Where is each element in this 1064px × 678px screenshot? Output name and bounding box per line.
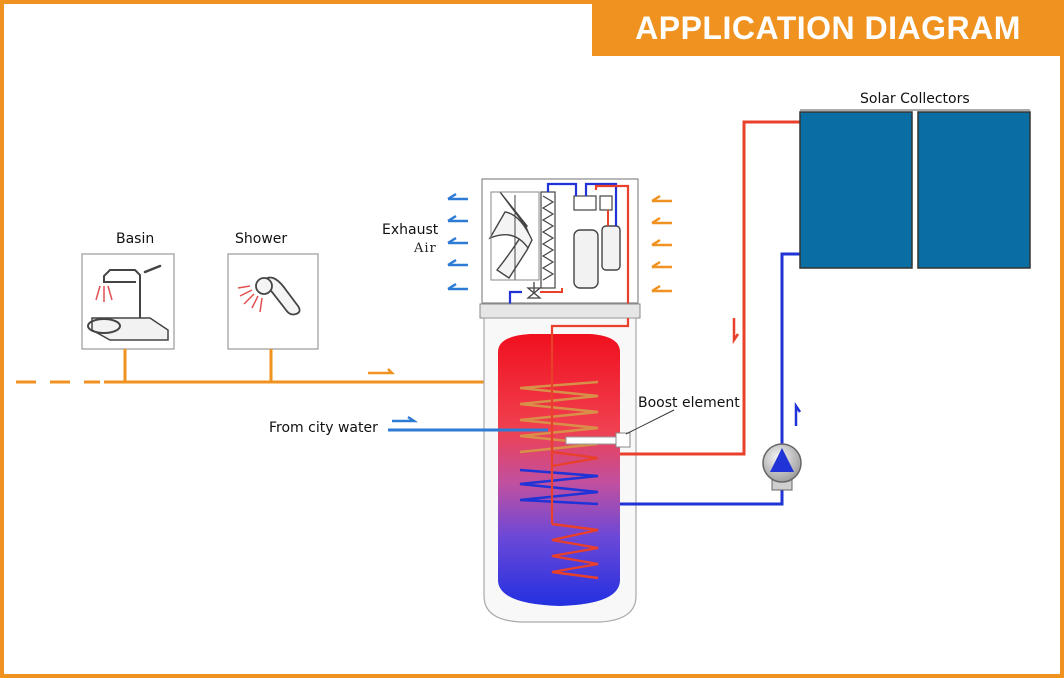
intake-air-arrows: [651, 194, 672, 293]
solar-panel-right: [917, 111, 1031, 269]
heat-pump-unit: [479, 178, 641, 580]
boost-element-label: Boost element: [638, 395, 740, 411]
basin-fixture: Basin: [81, 231, 175, 350]
solar-hot-pipe: [620, 120, 800, 456]
upper-coil: [519, 380, 599, 454]
air-flow-arrow-icon: [651, 260, 672, 269]
boost-element-leader: [625, 409, 675, 435]
basin-label: Basin: [116, 231, 154, 247]
air-label: Air: [413, 241, 437, 256]
solar-collectors: Solar Collectors: [799, 91, 1031, 269]
shower-label: Shower: [235, 231, 287, 247]
air-flow-arrow-icon: [447, 258, 468, 267]
air-flow-arrow-icon: [651, 194, 672, 203]
pump-icon: [762, 443, 802, 491]
exhaust-label: Exhaust: [382, 222, 439, 238]
air-flow-arrow-icon: [447, 192, 468, 201]
air-flow-arrow-icon: [651, 284, 672, 293]
air-flow-arrow-icon: [651, 238, 672, 247]
tank-inner: [498, 334, 620, 606]
faucet-icon: [87, 264, 169, 341]
air-flow-arrow-icon: [447, 236, 468, 245]
solar-cold-pipe: [780, 252, 800, 446]
solar-panel-left: [799, 111, 913, 269]
shower-head-icon: [237, 276, 301, 316]
flow-arrow-icon: [392, 415, 419, 423]
shower-fixture: Shower: [227, 231, 319, 350]
valve-icon: [526, 282, 542, 299]
diagram-title: APPLICATION DIAGRAM: [592, 0, 1064, 56]
air-flow-arrow-icon: [651, 216, 672, 225]
flow-arrow-icon: [732, 318, 740, 345]
flow-arrow-icon: [794, 401, 802, 426]
water-tank: [388, 317, 637, 623]
evaporator-coil: [540, 191, 556, 289]
boost-element-rod: [565, 436, 623, 445]
from-city-water-label: From city water: [269, 420, 378, 436]
solar-collectors-label: Solar Collectors: [860, 91, 970, 107]
air-flow-arrow-icon: [447, 214, 468, 223]
solar-loop: [620, 120, 802, 506]
air-flow-arrow-icon: [447, 282, 468, 291]
exhaust-air-arrows: [447, 192, 468, 291]
shower-box: [227, 253, 319, 350]
compressor-icon: [573, 195, 621, 289]
solar-coil-upper: [519, 468, 599, 506]
lower-coil: [551, 522, 599, 580]
flow-arrow-icon: [368, 368, 396, 375]
fan-icon: [488, 191, 540, 281]
